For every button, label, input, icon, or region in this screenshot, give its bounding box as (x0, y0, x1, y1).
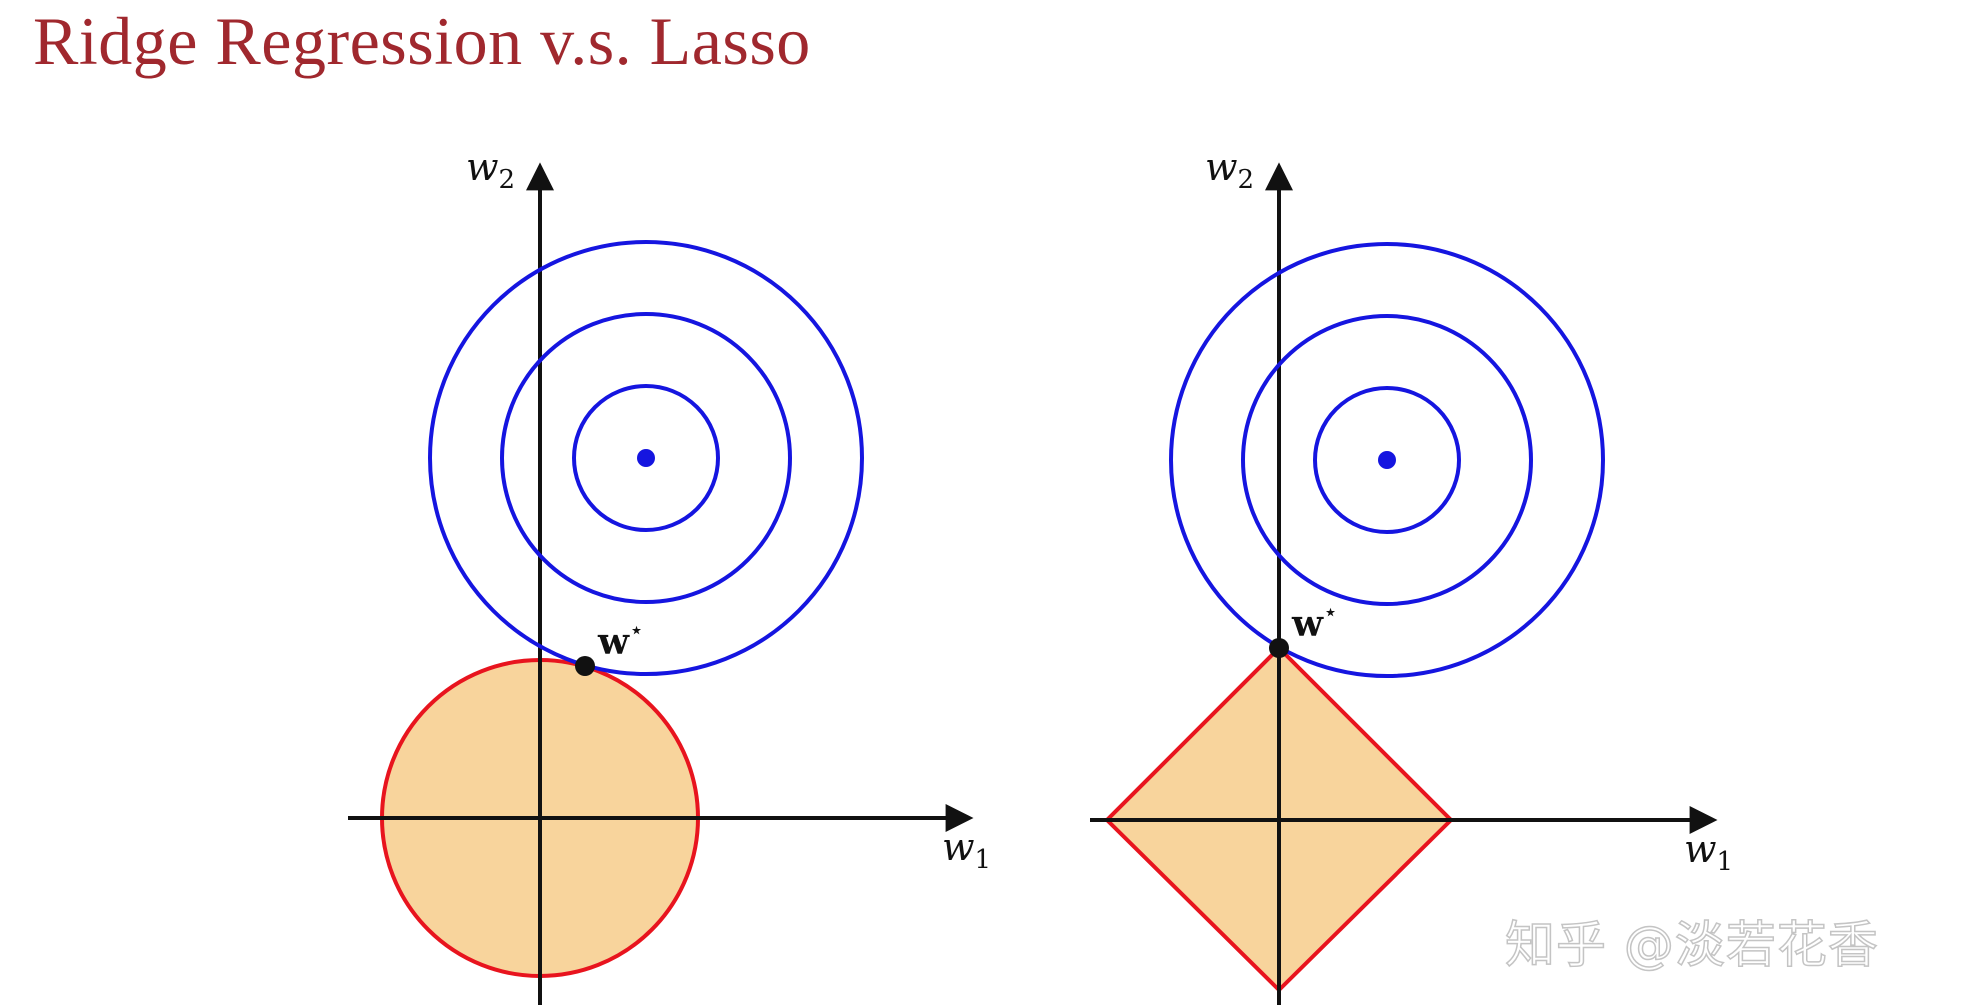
lasso-contour-middle (1241, 314, 1533, 606)
lasso-optimum-label: w⋆ (1291, 598, 1338, 645)
lasso-y-axis-label: w2 (1205, 145, 1254, 195)
lasso-contour-outer (1169, 242, 1605, 678)
lasso-x-axis-label: w1 (1684, 827, 1733, 877)
ridge-optimum-point (575, 656, 595, 676)
page-title: Ridge Regression v.s. Lasso (33, 3, 811, 79)
lasso-panel: w⋆ w2 w1 (1090, 145, 1733, 1005)
ridge-contour-inner (572, 384, 720, 532)
ridge-contour-middle (500, 312, 792, 604)
ridge-x-axis-label: w1 (942, 825, 991, 875)
lasso-optimum-point (1269, 638, 1289, 658)
ridge-panel: w⋆ w2 w1 (348, 145, 991, 1005)
watermark: 知乎 @淡若花香 (1504, 915, 1879, 975)
ridge-y-axis-label: w2 (466, 145, 515, 195)
ridge-contour-center (637, 449, 655, 467)
lasso-contour-inner (1313, 386, 1461, 534)
lasso-contour-center (1378, 451, 1396, 469)
ridge-optimum-label: w⋆ (597, 616, 644, 663)
ridge-contour-outer (428, 240, 864, 676)
